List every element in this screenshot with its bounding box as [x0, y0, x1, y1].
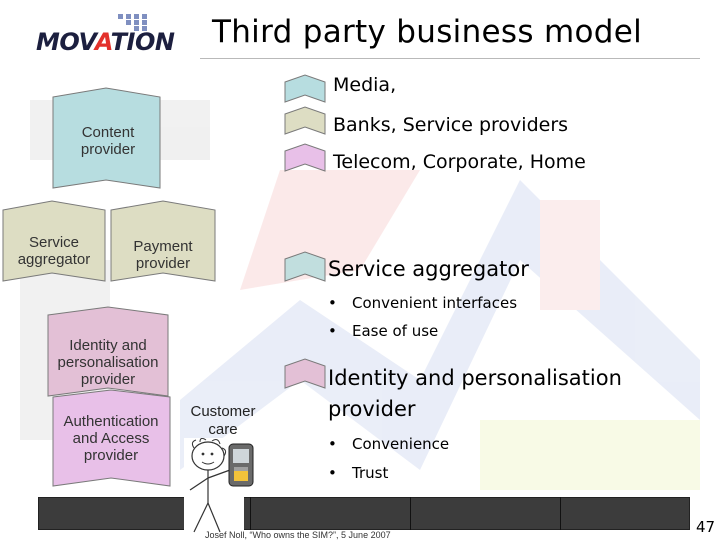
chevron-identity-provider [47, 306, 169, 397]
logo-dot [142, 26, 147, 31]
title-divider [200, 58, 700, 59]
bullet-item: •Convenient interfaces [328, 294, 518, 312]
chevron-authentication-provider [52, 389, 171, 487]
chevron-label-content: Content provider [80, 124, 136, 158]
chevron-label-authentication: Authentication and Access provider [63, 413, 159, 464]
footer-bar-divider [560, 497, 561, 530]
chevron-payment-provider [110, 200, 216, 282]
logo-dot [126, 14, 131, 19]
legend-label-telecom: Telecom, Corporate, Home [333, 151, 586, 173]
chevron-label-payment: Payment provider [133, 238, 193, 272]
mobile-phone-icon [228, 443, 254, 487]
chevron-content-provider [52, 87, 161, 189]
chevron-label-service-aggregator: Service aggregator [17, 234, 91, 268]
section-chevron-service-aggregator [284, 251, 326, 282]
logo-dot [134, 14, 139, 19]
footer-credit: Josef Noll, “Who owns the SIM?”, 5 June … [205, 530, 391, 540]
chevron-service-aggregator [2, 200, 106, 282]
logo-dot [134, 26, 139, 31]
footer-bar-divider [410, 497, 411, 530]
bullet-item: •Ease of use [328, 322, 439, 340]
movation-logo: MOVATION [36, 14, 175, 56]
bullet-item: •Convenience [328, 435, 450, 453]
stick-figure-customer-icon [184, 438, 244, 538]
logo-dots [118, 14, 147, 31]
legend-chevron-media [284, 74, 326, 103]
bullet-item: •Trust [328, 464, 389, 482]
logo-dot [142, 20, 147, 25]
customer-care-label: Customer care [190, 403, 256, 438]
legend-label-banks: Banks, Service providers [333, 114, 569, 136]
footer-bar-divider [250, 497, 251, 530]
legend-chevron-telecom [284, 143, 326, 172]
logo-dot [142, 14, 147, 19]
logo-dot [126, 20, 131, 25]
logo-dot [134, 20, 139, 25]
chevron-label-identity: Identity and personalisation provider [57, 337, 159, 388]
page-title: Third party business model [212, 14, 642, 50]
section-heading-service-aggregator: Service aggregator [328, 257, 529, 281]
section-heading-identity-line2: provider [328, 397, 416, 421]
footer-bar [38, 497, 690, 530]
legend-chevron-banks [284, 106, 326, 135]
section-chevron-identity [284, 358, 326, 389]
logo-dot [118, 14, 123, 19]
legend-label-media: Media, [333, 74, 397, 96]
logo-wordmark: MOVATION [36, 28, 175, 56]
section-heading-identity: Identity and personalisation [328, 366, 622, 390]
page-number: 47 [696, 518, 716, 536]
